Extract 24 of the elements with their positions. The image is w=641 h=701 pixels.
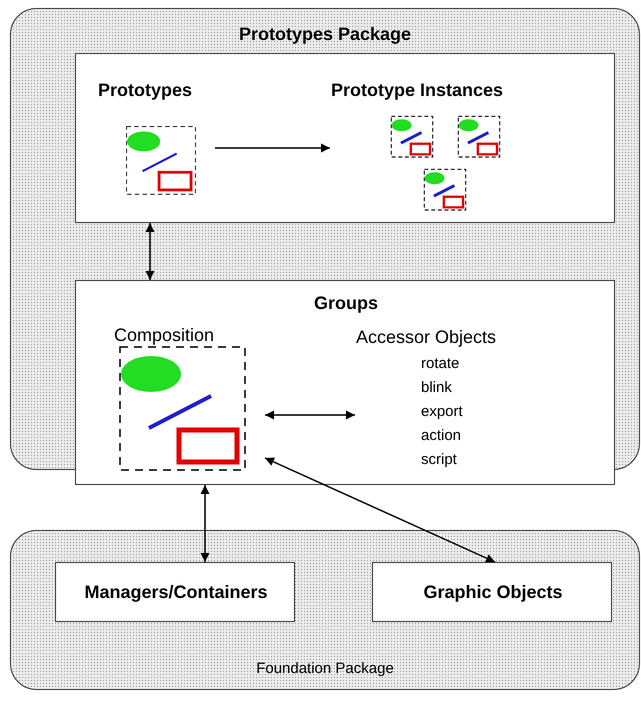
package-title: Foundation Package bbox=[255, 660, 395, 677]
class-name: Managers/Containers bbox=[83, 582, 269, 603]
panel-heading: Groups bbox=[312, 293, 379, 314]
arrow bbox=[215, 144, 330, 152]
arrow bbox=[265, 410, 355, 420]
method-name: export bbox=[421, 403, 463, 420]
group-heading: Accessor Objects bbox=[356, 327, 496, 348]
class-name: Graphic Objects bbox=[422, 582, 564, 603]
groups-panel bbox=[75, 280, 615, 485]
package-title: Prototypes Package bbox=[238, 24, 412, 45]
method-name: script bbox=[421, 451, 457, 468]
group-heading: Prototypes bbox=[98, 80, 192, 101]
arrow bbox=[146, 223, 154, 280]
method-name: action bbox=[421, 427, 462, 444]
class-box bbox=[55, 562, 295, 622]
method-name: rotate bbox=[421, 355, 460, 372]
class-box bbox=[372, 562, 612, 622]
group-heading: Prototype Instances bbox=[331, 80, 504, 101]
package-panel bbox=[10, 530, 640, 690]
arrow bbox=[264, 457, 496, 563]
group-heading: Composition bbox=[114, 325, 214, 346]
panel bbox=[75, 53, 615, 223]
arrow bbox=[200, 485, 210, 562]
method-name: blink bbox=[421, 379, 452, 396]
